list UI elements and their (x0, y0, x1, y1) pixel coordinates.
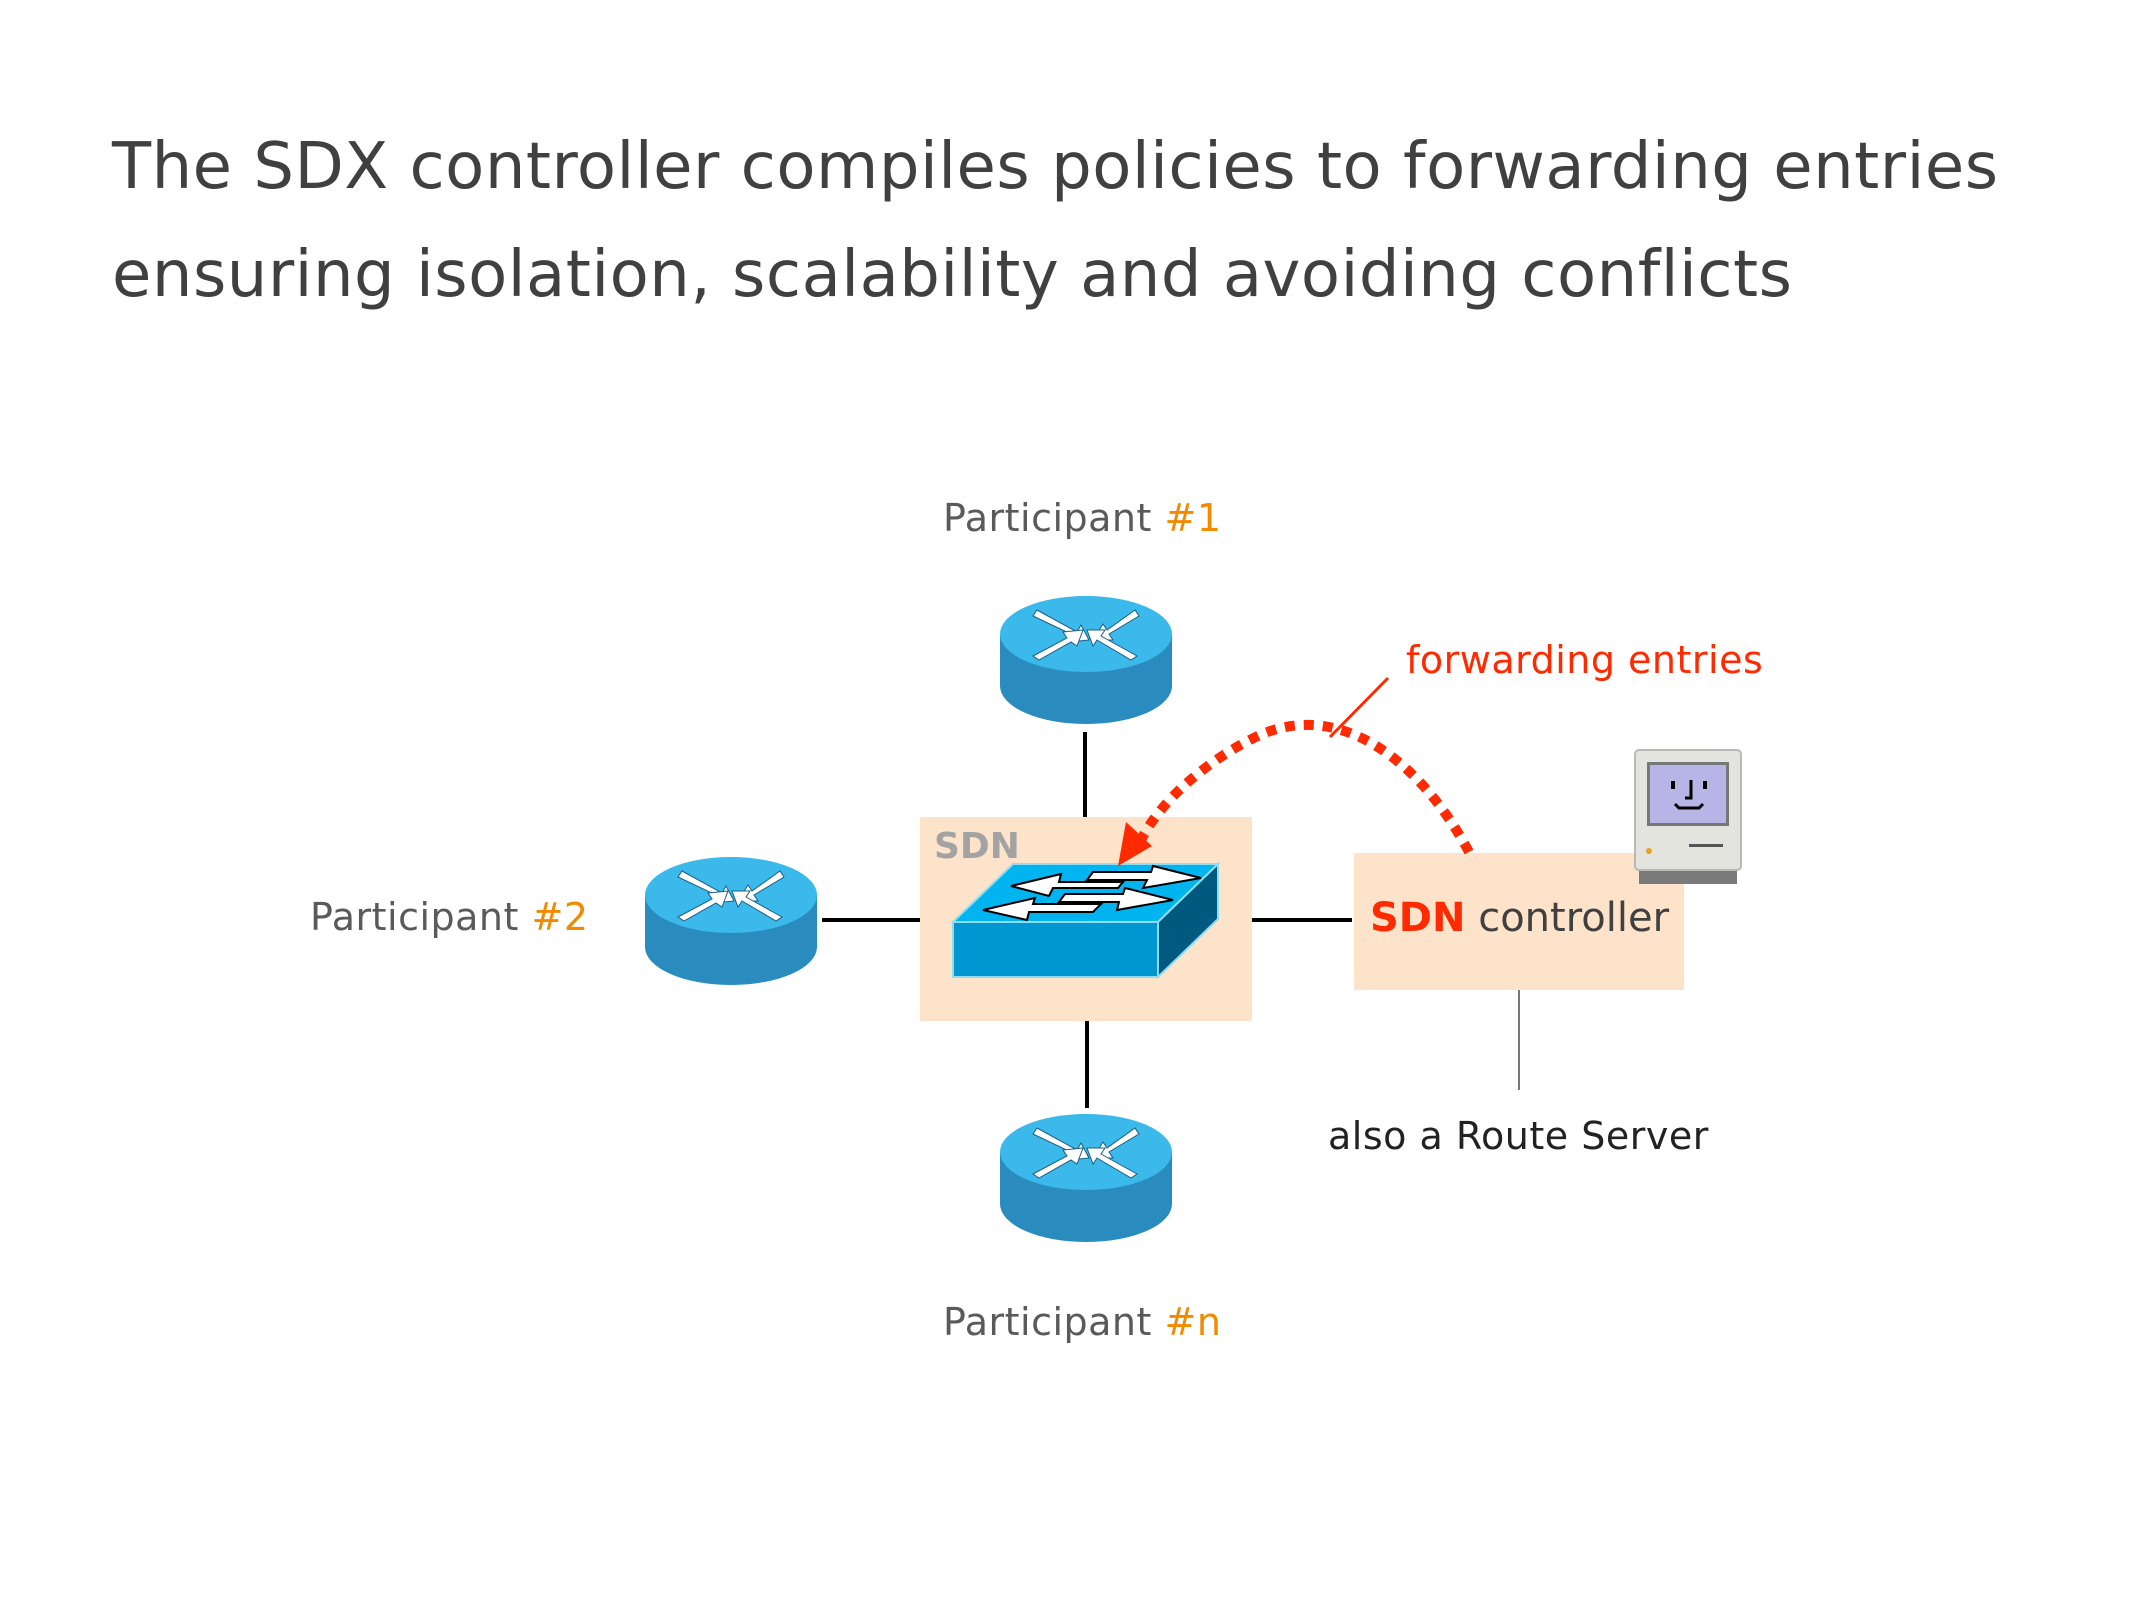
switch-icon[interactable] (950, 861, 1223, 980)
sdn-controller-box[interactable] (1354, 853, 1684, 990)
participant-2-label: Participant #2 (310, 895, 589, 939)
arrowhead (1118, 822, 1152, 866)
callout-leader (1328, 676, 1390, 739)
title-line-2: ensuring isolation, scalability and avoi… (112, 238, 1793, 312)
title-line-1: The SDX controller compiles policies to … (112, 130, 1999, 204)
sdn-highlight: SDN (1370, 895, 1466, 941)
sdn-region-label: SDN (934, 826, 1020, 867)
participant-prefix: Participant (310, 895, 532, 939)
participant-n-label: Participant #n (943, 1300, 1221, 1344)
participant-number: #2 (531, 895, 589, 939)
router-icon[interactable] (997, 1110, 1175, 1246)
participant-number: #n (1164, 1300, 1222, 1344)
macintosh-computer-icon (1634, 749, 1742, 884)
sdn-controller-label: SDN controller (1370, 895, 1669, 941)
participant-1-label: Participant #1 (943, 496, 1222, 540)
router-icon[interactable] (642, 853, 820, 989)
route-server-label: also a Route Server (1328, 1114, 1709, 1158)
participant-prefix: Participant (943, 496, 1165, 540)
participant-number: #1 (1164, 496, 1222, 540)
participant-prefix: Participant (943, 1300, 1165, 1344)
forwarding-entries-label: forwarding entries (1406, 638, 1764, 682)
controller-word: controller (1465, 895, 1670, 941)
router-icon[interactable] (997, 592, 1175, 728)
